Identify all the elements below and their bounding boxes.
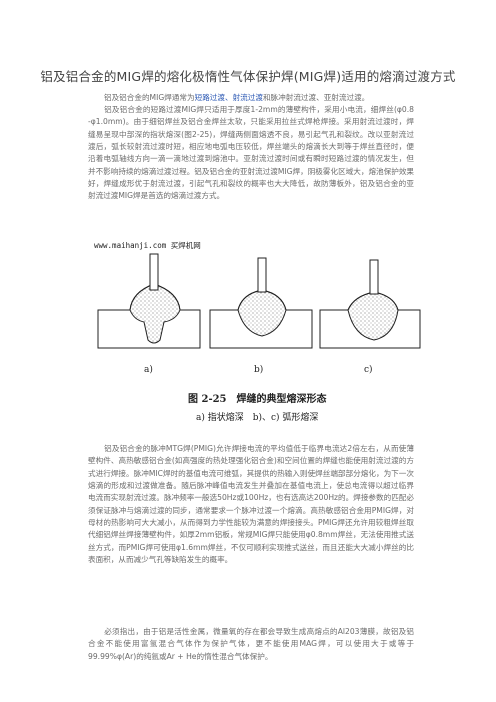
label-a: a) bbox=[144, 364, 153, 375]
short-circuit-text: 铝及铝合金的短路过渡MIG焊只适用于厚度1-2mm的薄壁构件，采用小电流，细焊丝… bbox=[88, 105, 415, 201]
pulse-mig-paragraph: 铝及铝合金的脉冲MTG焊(PMIG)允许焊接电流的平均值低于临界电流达2倍左右，… bbox=[88, 443, 414, 566]
label-c: c) bbox=[364, 364, 373, 375]
bead-c bbox=[319, 259, 421, 349]
bead-a bbox=[97, 253, 201, 349]
figure-subcaption: a) 指状熔深 b)、c) 弧形熔深 bbox=[196, 411, 318, 423]
intro-text-end: 和脉冲射流过渡、亚射流过渡。 bbox=[262, 93, 370, 102]
page-title: 铝及铝合金的MIG焊的熔化极惰性气体保护焊(MIG焊)适用的熔滴过渡方式 bbox=[40, 69, 456, 84]
pulse-mig-text: 铝及铝合金的脉冲MTG焊(PMIG)允许焊接电流的平均值低于临界电流达2倍左右，… bbox=[88, 444, 414, 565]
penetration-figure: www.maihanji.com 买焊机网 a) b) c) 图 2-25 焊缝… bbox=[92, 240, 422, 446]
bead-b bbox=[209, 257, 313, 349]
penetration-diagram: www.maihanji.com 买焊机网 a) b) c) 图 2-25 焊缝… bbox=[94, 240, 421, 423]
transfer-mode-link[interactable]: 短路过渡、射流过渡 bbox=[194, 93, 263, 102]
intro-text-start: 铝及铝合金的MIG焊通常为 bbox=[104, 93, 195, 102]
intro-paragraph: 铝及铝合金的MIG焊通常为短路过渡、射流过渡和脉冲射流过渡、亚射流过渡。 bbox=[88, 92, 414, 104]
figure-caption: 图 2-25 焊缝的典型熔深形态 bbox=[188, 392, 327, 405]
short-circuit-paragraph: 铝及铝合金的短路过渡MIG焊只适用于厚度1-2mm的薄壁构件，采用小电流，细焊丝… bbox=[88, 104, 414, 203]
label-b: b) bbox=[254, 364, 263, 375]
watermark: www.maihanji.com 买焊机网 bbox=[94, 240, 201, 250]
shielding-gas-paragraph: 必须指出，由于铝是活性金属，微量氧的存在都会导致生成高熔点的Al203薄膜，故铝… bbox=[88, 626, 414, 663]
shielding-gas-text: 必须指出，由于铝是活性金属，微量氧的存在都会导致生成高熔点的Al203薄膜，故铝… bbox=[88, 627, 414, 661]
